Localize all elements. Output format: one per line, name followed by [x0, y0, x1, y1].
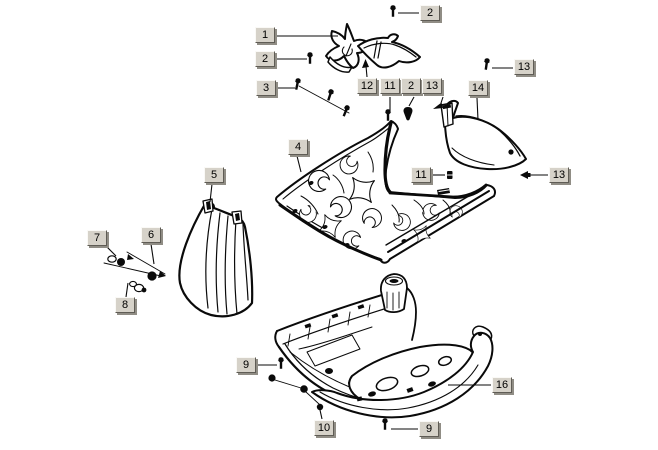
part-mudflap: [178, 198, 254, 318]
callout-button-16-19[interactable]: 16: [492, 377, 512, 393]
callout-button-1-1[interactable]: 1: [255, 27, 275, 43]
floorboard-clip: [437, 188, 450, 195]
fastener-screw-3b: [325, 88, 335, 102]
leader-line-4: [296, 155, 302, 173]
part-support-bracket: [325, 23, 421, 73]
leader-line-8: [125, 282, 129, 298]
part-side-cover: [440, 99, 527, 171]
fastener-bolt-set: [103, 251, 166, 293]
part-underbody-spoiler: [311, 325, 494, 419]
callout-button-11-12[interactable]: 11: [411, 167, 431, 183]
callout-button-2-6[interactable]: 2: [401, 78, 421, 94]
fastener-screw-2-top: [389, 5, 397, 17]
callout-button-3-3[interactable]: 3: [256, 80, 276, 96]
leader-line-10: [319, 409, 323, 420]
screw-axis-line-3: [298, 85, 350, 114]
leader-line-12: [365, 65, 368, 78]
fastener-rivet-2-row: [403, 107, 413, 121]
mat-pattern: [296, 151, 464, 252]
callout-button-6-15[interactable]: 6: [141, 227, 161, 243]
fastener-screw-9-left: [277, 357, 285, 369]
fastener-screw-3c: [340, 104, 352, 118]
callout-button-12-4[interactable]: 12: [357, 78, 377, 94]
callout-button-11-5[interactable]: 11: [380, 78, 400, 94]
arrowhead-13-row: [433, 102, 443, 109]
floorboard-mount-holes: [292, 180, 407, 247]
fastener-washer-10c: [316, 403, 324, 411]
callout-button-4-11[interactable]: 4: [288, 139, 308, 155]
callout-button-13-7[interactable]: 13: [422, 78, 442, 94]
arrowhead-12: [362, 59, 369, 68]
leader-line-13: [440, 96, 444, 104]
part-floorboard: [275, 120, 497, 264]
fastener-bolt-10b: [300, 385, 308, 393]
callout-button-13-10[interactable]: 13: [549, 167, 569, 183]
callout-button-8-16[interactable]: 8: [115, 297, 135, 313]
arrowhead-13-right: [520, 171, 528, 179]
callout-button-10-18[interactable]: 10: [314, 420, 334, 436]
callout-button-13-8[interactable]: 13: [514, 59, 534, 75]
leader-line-7: [105, 245, 117, 257]
leader-line-5: [209, 183, 213, 203]
callout-button-7-14[interactable]: 7: [87, 230, 107, 246]
callout-button-2-0[interactable]: 2: [420, 5, 440, 21]
callout-button-9-20[interactable]: 9: [419, 421, 439, 437]
leader-line-6: [150, 243, 155, 265]
fasteners: [268, 5, 531, 430]
bolt-axis-line-10: [274, 379, 320, 405]
callout-button-14-9[interactable]: 14: [468, 80, 488, 96]
callout-button-5-13[interactable]: 5: [204, 167, 224, 183]
callout-button-2-2[interactable]: 2: [255, 51, 275, 67]
leader-lines: [105, 12, 548, 430]
leader-line-14: [476, 97, 479, 121]
fastener-screw-9-bottom: [381, 418, 389, 430]
leader-line-2: [408, 96, 415, 107]
fastener-screw-2-left: [306, 52, 314, 64]
callout-button-9-17[interactable]: 9: [236, 357, 256, 373]
fastener-bolt-10a: [268, 374, 276, 382]
fastener-screw-13-topright: [482, 57, 491, 71]
